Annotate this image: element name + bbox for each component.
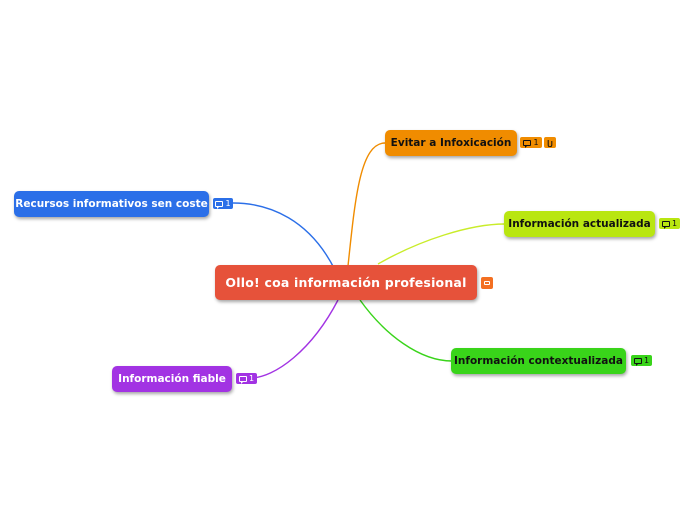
comment-icon [633,357,642,366]
comment-badge-actualizada[interactable]: 1 [659,218,680,229]
comment-icon [238,375,247,384]
topic-actualizada-label: Información actualizada [508,218,651,230]
link-fiable [249,299,339,379]
topic-evitar-infoxicacion[interactable]: Evitar a Infoxicación [385,130,517,156]
central-topic-label: Ollo! coa información profesional [225,275,467,290]
topic-fiable-label: Información fiable [118,373,226,385]
topic-informacion-contextualizada[interactable]: Información contextualizada [451,348,626,374]
topic-recursos-informativos[interactable]: Recursos informativos sen coste [14,191,209,217]
central-topic[interactable]: Ollo! coa información profesional [215,265,477,300]
blogger-icon[interactable] [481,277,493,289]
link-evitar [347,142,386,267]
topic-informacion-actualizada[interactable]: Información actualizada [504,211,655,237]
topic-informacion-fiable[interactable]: Información fiable [112,366,232,392]
topic-contextualizada-label: Información contextualizada [454,355,623,367]
comment-badge-fiable[interactable]: 1 [236,373,257,384]
link-actualizada [377,223,506,265]
comment-icon [215,200,224,209]
comment-badge-recursos[interactable]: 1 [213,198,233,209]
topic-recursos-label: Recursos informativos sen coste [15,198,208,210]
comment-icon [523,139,532,148]
link-contextualizada [359,299,453,362]
link-recursos [232,202,336,271]
comment-icon [661,220,670,229]
comment-badge-evitar[interactable]: 1 [520,137,542,148]
comment-badge-contextualizada[interactable]: 1 [631,355,652,366]
paperclip-icon[interactable] [544,137,556,148]
topic-evitar-label: Evitar a Infoxicación [390,137,512,149]
